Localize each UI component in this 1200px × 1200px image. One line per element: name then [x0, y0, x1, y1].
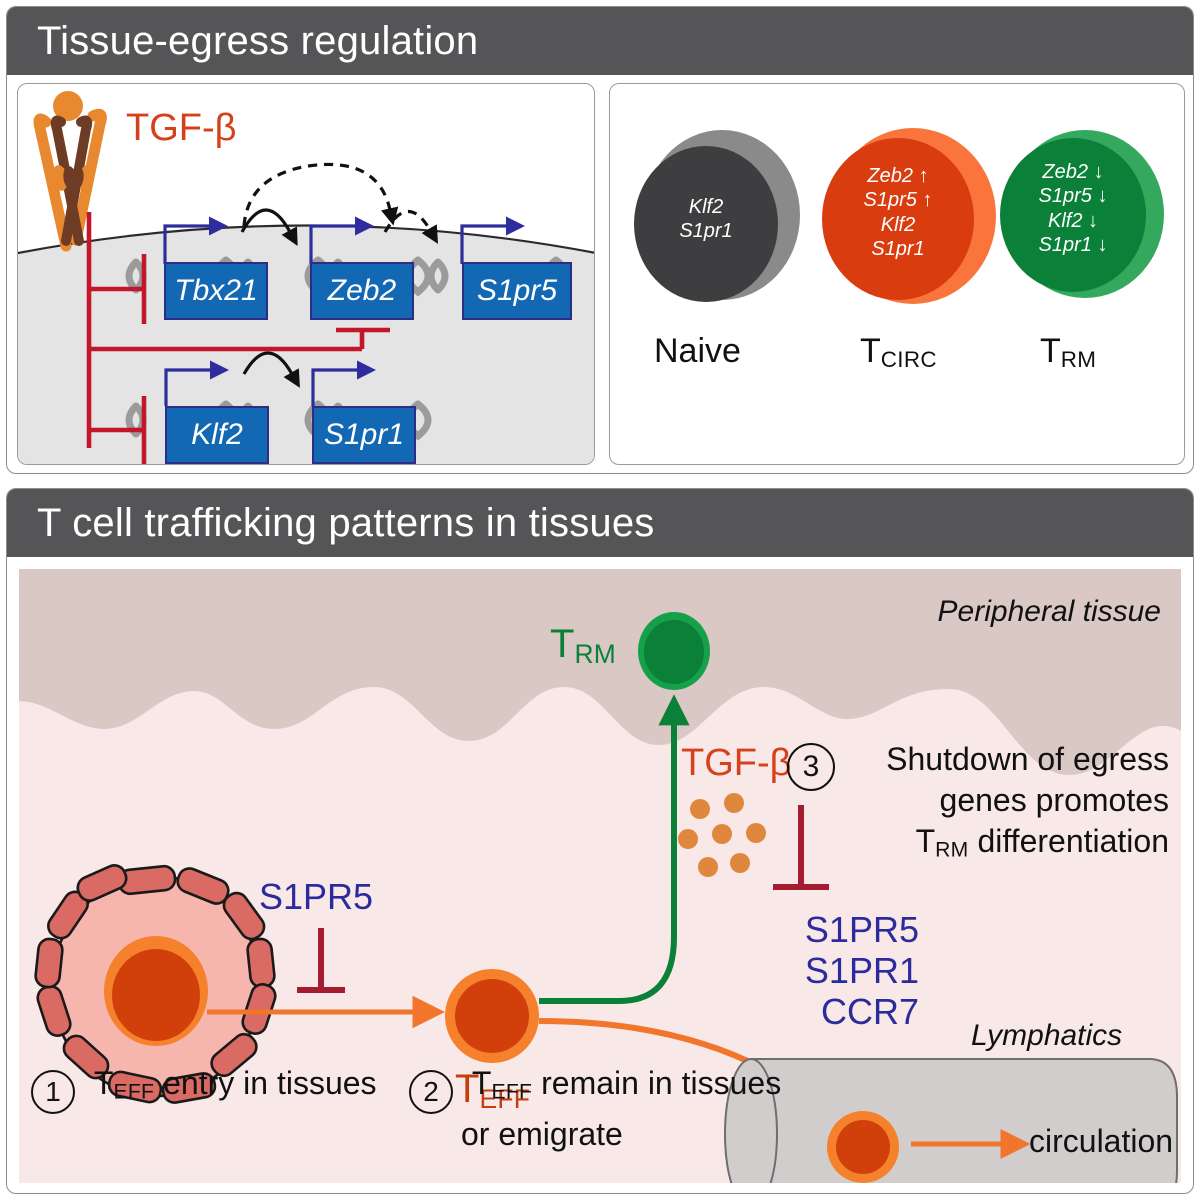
gene-box-zeb2[interactable]: Zeb2: [310, 262, 414, 320]
gene-box-zeb2-label: Zeb2: [327, 274, 397, 307]
circulation-arrow: [911, 1129, 1031, 1159]
step-3-annotation: 3 Shutdown of egress genes promotes TRM …: [787, 739, 1169, 864]
cell-state-naive[interactable]: Klf2 S1pr1 Naive: [632, 108, 812, 438]
tcirc-gene-1: S1pr5 ↑: [863, 189, 933, 212]
trm-cell-label-text: T: [1040, 332, 1061, 370]
gene-box-s1pr5-label: S1pr5: [476, 274, 558, 307]
step-1-annotation: 1 TEFF entry in tissues: [31, 1063, 377, 1114]
trm-cell-inner: Zeb2 ↓ S1pr5 ↓ Klf2 ↓ S1pr1 ↓: [1000, 138, 1146, 292]
s1pr5-entry-label: S1PR5: [259, 876, 374, 917]
naive-gene-1: S1pr1: [679, 220, 733, 243]
panel-trafficking: T cell trafficking patterns in tissues P…: [6, 488, 1194, 1194]
lymph-teff-nucleus: [836, 1120, 890, 1174]
gene-box-s1pr1[interactable]: S1pr1: [312, 406, 416, 464]
egress-receptor-0: S1PR5: [804, 909, 919, 950]
trm-tissue-label-sub: RM: [574, 638, 617, 669]
step-1-text: TEFF entry in tissues: [93, 1065, 377, 1104]
naive-cell-label-text: Naive: [654, 332, 741, 370]
tcirc-cell-label-sub: CIRC: [880, 346, 937, 372]
trm-tissue-label-text: T: [550, 622, 575, 666]
cell-state-trm[interactable]: Zeb2 ↓ S1pr5 ↓ Klf2 ↓ S1pr1 ↓ TRM: [1000, 108, 1180, 438]
naive-cell-inner: Klf2 S1pr1: [634, 146, 778, 302]
step-1-number: 1: [31, 1070, 75, 1114]
tcirc-gene-3: S1pr1: [871, 238, 925, 261]
step-2-number-text: 2: [423, 1076, 439, 1107]
trm-gene-0: Zeb2 ↓: [1042, 161, 1104, 183]
gene-box-tbx21[interactable]: Tbx21: [164, 262, 268, 320]
egress-receptor-2: CCR7: [820, 991, 919, 1033]
trm-tissue-label: TRM: [550, 624, 616, 667]
cell-states-diagram: Klf2 S1pr1 Naive Zeb2 ↑ S1pr5 ↑ Klf2 S1p…: [609, 83, 1185, 465]
teff-label-text: T: [455, 1067, 480, 1111]
peripheral-tissue-label: Peripheral tissue: [937, 595, 1161, 628]
trm-cell-label-sub: RM: [1060, 346, 1097, 372]
panel-tissue-egress: Tissue-egress regulation: [6, 6, 1194, 474]
panel-trafficking-header: T cell trafficking patterns in tissues: [7, 489, 1193, 557]
tcirc-cell-label-text: T: [860, 332, 881, 370]
step-3-number: 3: [787, 743, 835, 791]
trm-gene-2: Klf2 ↓: [1047, 209, 1099, 232]
gene-box-s1pr1-label: S1pr1: [323, 418, 405, 451]
step-3-line-0: Shutdown of egress: [886, 741, 1169, 777]
egress-receptor-labels: S1PR5 S1PR1 CCR7: [619, 909, 919, 1032]
gene-box-klf2-label: Klf2: [191, 418, 243, 451]
teff-label: TEFF: [455, 1069, 530, 1112]
peripheral-tissue-shape: [19, 569, 1181, 775]
tissue-canvas: Peripheral tissue TRM: [19, 569, 1181, 1183]
naive-gene-0: Klf2: [688, 196, 724, 218]
teff-cell-nucleus: [455, 979, 529, 1053]
s1pr5-inhibition-bar: [297, 928, 345, 993]
promoter-arrows: [163, 216, 525, 406]
tcirc-gene-list: Zeb2 ↑ S1pr5 ↑ Klf2 S1pr1: [822, 164, 974, 262]
step-2-number: 2: [409, 1070, 453, 1114]
lymphatics-label: Lymphatics: [971, 1019, 1123, 1052]
trm-cell-label: TRM: [1040, 334, 1096, 371]
step-3-number-text: 3: [802, 750, 820, 783]
step-3-line-1: genes promotes: [939, 781, 1169, 818]
panel-trafficking-title: T cell trafficking patterns in tissues: [37, 501, 655, 545]
teff-entry-arrow: [207, 995, 445, 1029]
gene-box-s1pr5[interactable]: S1pr5: [462, 262, 572, 320]
gene-box-klf2[interactable]: Klf2: [165, 406, 269, 464]
trm-cell-nucleus: [644, 620, 704, 684]
tcirc-cell-label: TCIRC: [860, 334, 937, 371]
tcirc-cell-inner: Zeb2 ↑ S1pr5 ↑ Klf2 S1pr1: [822, 138, 974, 300]
activation-arcs: [240, 162, 439, 388]
panel-tissue-egress-header: Tissue-egress regulation: [7, 7, 1193, 75]
tgf-beta-particles-icon: [678, 793, 766, 877]
egress-receptor-1: S1PR1: [804, 950, 919, 992]
tcirc-gene-2: Klf2: [880, 213, 916, 236]
teff-label-sub: EFF: [479, 1083, 531, 1114]
step-2-line-0: TEFF remain in tissues: [471, 1065, 782, 1104]
step-2-annotation: 2 TEFF remain in tissues or emigrate: [409, 1063, 781, 1156]
tgf-beta-inhibition-bar: [773, 805, 829, 890]
gene-regulation-diagram: TGF-β: [17, 83, 595, 465]
naive-gene-list: Klf2 S1pr1: [634, 195, 778, 244]
tgf-beta-tissue-label: TGF-β: [681, 742, 792, 784]
blood-vessel-icon: [34, 864, 277, 1104]
trm-gene-list: Zeb2 ↓ S1pr5 ↓ Klf2 ↓ S1pr1 ↓: [1000, 160, 1146, 258]
step-2-line-1: or emigrate: [461, 1116, 623, 1152]
tgf-beta-label: TGF-β: [126, 107, 237, 149]
residency-arrow: [539, 694, 690, 1004]
trm-gene-1: S1pr5 ↓: [1038, 185, 1108, 208]
tgf-beta-receptor-icon: [33, 91, 107, 252]
circulation-label: circulation: [1029, 1123, 1174, 1159]
step-1-number-text: 1: [45, 1076, 61, 1107]
inhibition-lines: [86, 212, 390, 464]
step-3-line-2: TRM differentiation: [915, 822, 1169, 862]
tcirc-gene-0: Zeb2 ↑: [867, 165, 929, 187]
trm-gene-3: S1pr1 ↓: [1038, 234, 1108, 257]
cell-state-tcirc[interactable]: Zeb2 ↑ S1pr5 ↑ Klf2 S1pr1 TCIRC: [820, 108, 1000, 438]
panel-tissue-egress-title: Tissue-egress regulation: [37, 19, 479, 63]
naive-cell-label: Naive: [654, 334, 741, 368]
gene-box-tbx21-label: Tbx21: [174, 274, 258, 307]
